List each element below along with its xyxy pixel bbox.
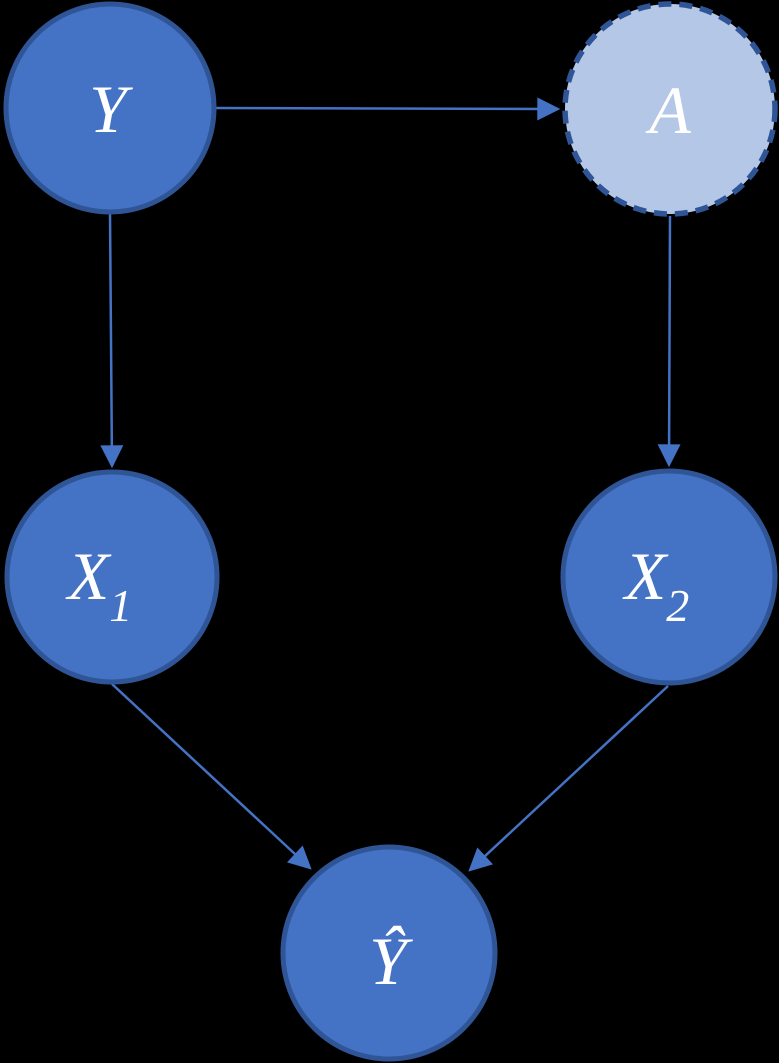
- node-Yhat-label: Ŷ: [369, 923, 413, 999]
- node-Yhat-circle: [280, 844, 498, 1062]
- node-X2-label: X2: [622, 538, 690, 631]
- node-X2-label-main: X: [622, 538, 669, 614]
- node-X1-label-main: X: [65, 538, 112, 614]
- edge-A-to-X2: [657, 215, 681, 468]
- node-Yhat: Ŷ: [280, 844, 498, 1062]
- nodes: Y A X1 X2 Ŷ: [3, 1, 778, 1062]
- node-A-circle: [562, 1, 778, 217]
- node-A-label: A: [645, 72, 691, 148]
- node-X1-label-subscript: 1: [109, 580, 132, 631]
- node-Y-label: Y: [89, 71, 133, 147]
- node-Y-circle: [3, 1, 217, 215]
- node-X2-label-subscript: 2: [666, 580, 689, 631]
- node-X2-circle: [560, 468, 778, 686]
- node-X1-label: X1: [65, 538, 133, 631]
- edge-Y-to-A: [214, 97, 561, 121]
- node-A: A: [562, 1, 778, 217]
- edge-X1-to-Yhat: [111, 683, 312, 870]
- node-X2: X2: [560, 468, 778, 686]
- node-X1-circle: [4, 469, 220, 685]
- edge-X2-to-Yhat: [468, 685, 669, 872]
- edge-Y-to-X1: [100, 213, 124, 469]
- edges: [100, 97, 681, 872]
- node-X1: X1: [4, 469, 220, 685]
- node-Y: Y: [3, 1, 217, 215]
